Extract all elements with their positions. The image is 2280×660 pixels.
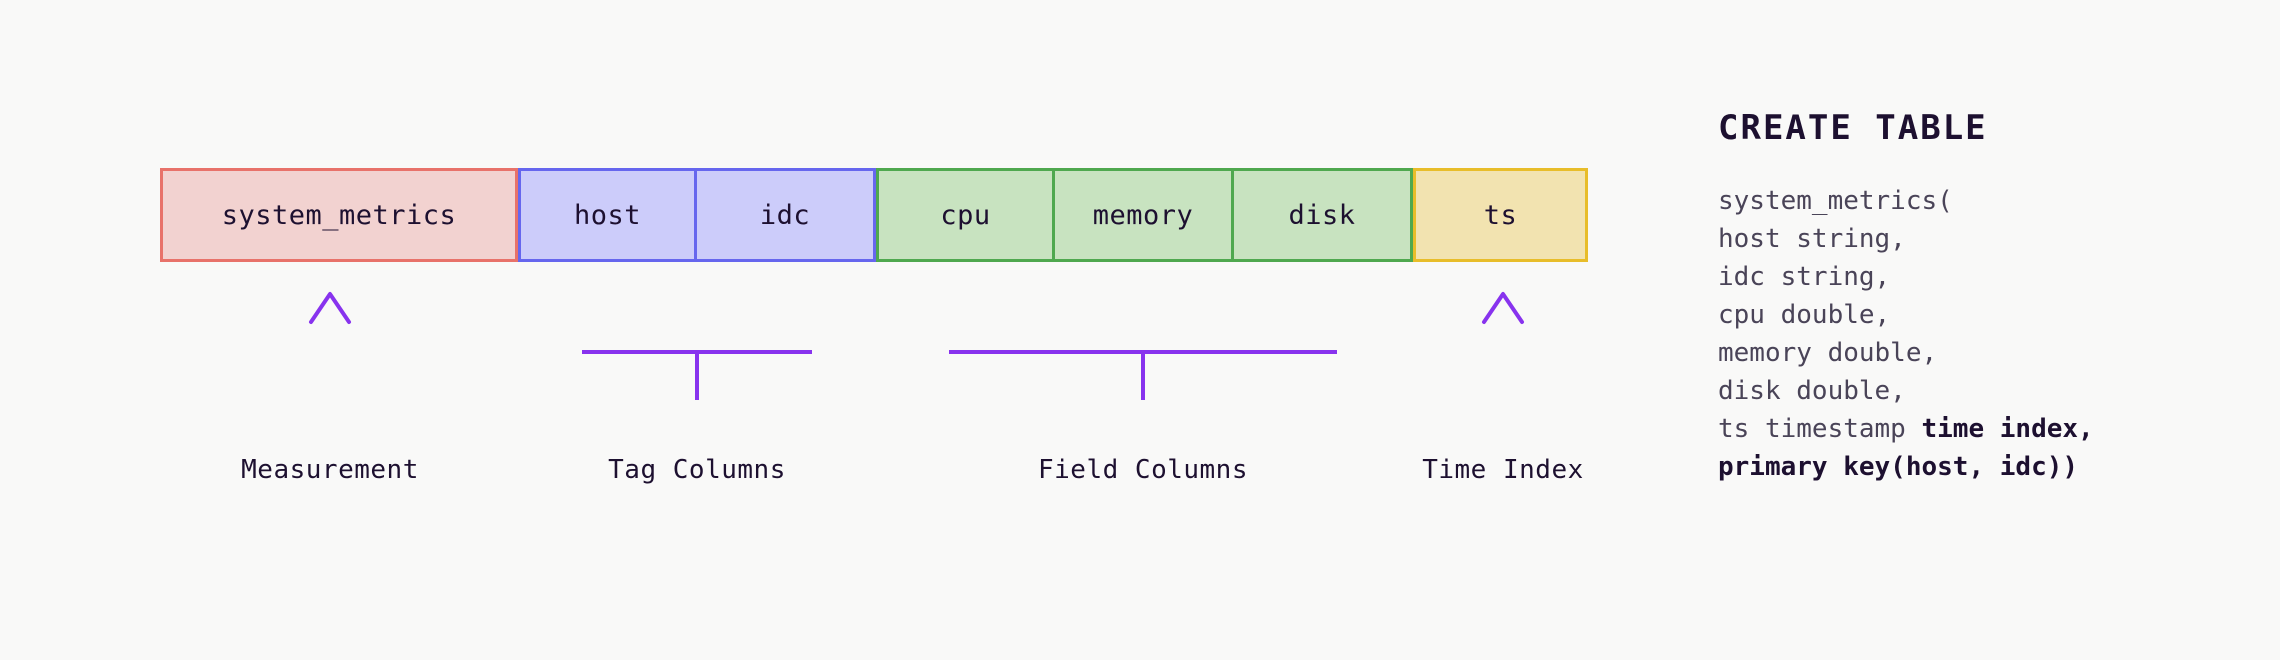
annotation-label-time-index: Time Index bbox=[1422, 455, 1584, 485]
sql-text: host string, bbox=[1718, 224, 1906, 254]
schema-segment-label: ts bbox=[1483, 199, 1518, 231]
sql-text: cpu double, bbox=[1718, 300, 1891, 330]
schema-segment-label: memory bbox=[1092, 199, 1194, 231]
sql-text: disk double, bbox=[1718, 376, 1906, 406]
sql-panel: CREATE TABLE system_metrics(host string,… bbox=[1718, 108, 2238, 486]
arrow-up-icon-time-index bbox=[1482, 292, 1524, 414]
sql-line: primary key(host, idc)) bbox=[1718, 448, 2238, 486]
schema-segment-measurement[interactable]: system_metrics bbox=[160, 168, 518, 262]
schema-segment-label: idc bbox=[759, 199, 811, 231]
schema-segment-label: host bbox=[573, 199, 642, 231]
schema-segment-label: cpu bbox=[940, 199, 991, 231]
sql-keyword: primary key(host, idc)) bbox=[1718, 452, 2079, 482]
bracket-icon-tag-columns bbox=[582, 300, 812, 400]
sql-line: host string, bbox=[1718, 220, 2238, 258]
schema-segment-disk[interactable]: disk bbox=[1234, 168, 1413, 262]
schema-segment-cpu[interactable]: cpu bbox=[876, 168, 1055, 262]
sql-panel-body: system_metrics(host string, idc string, cp… bbox=[1718, 182, 2238, 486]
sql-panel-title: CREATE TABLE bbox=[1718, 108, 1988, 148]
annotation-label-measurement: Measurement bbox=[241, 455, 419, 485]
bracket-icon-field-columns bbox=[949, 300, 1337, 400]
arrow-up-icon-measurement bbox=[309, 292, 351, 414]
schema-segment-label: disk bbox=[1288, 199, 1356, 231]
schema-segment-host[interactable]: host bbox=[518, 168, 697, 262]
schema-segment-ts[interactable]: ts bbox=[1413, 168, 1588, 262]
sql-line: memory double, bbox=[1718, 334, 2238, 372]
sql-line: idc string, bbox=[1718, 258, 2238, 296]
annotation-label-field-columns: Field Columns bbox=[1038, 455, 1248, 485]
sql-text: idc string, bbox=[1718, 262, 1891, 292]
sql-keyword: time index, bbox=[1921, 414, 2094, 444]
schema-segment-label: system_metrics bbox=[221, 199, 457, 231]
sql-text: system_metrics( bbox=[1718, 186, 1953, 216]
sql-line: cpu double, bbox=[1718, 296, 2238, 334]
schema-segment-idc[interactable]: idc bbox=[697, 168, 876, 262]
sql-line: system_metrics( bbox=[1718, 182, 2238, 220]
sql-line: disk double, bbox=[1718, 372, 2238, 410]
schema-segment-memory[interactable]: memory bbox=[1055, 168, 1234, 262]
sql-line: ts timestamp time index, bbox=[1718, 410, 2238, 448]
sql-text: memory double, bbox=[1718, 338, 1938, 368]
sql-text: ts timestamp bbox=[1718, 414, 1922, 444]
schema-strip: system_metrics host idc cpu memory disk … bbox=[160, 168, 1588, 262]
annotation-label-tag-columns: Tag Columns bbox=[608, 455, 786, 485]
